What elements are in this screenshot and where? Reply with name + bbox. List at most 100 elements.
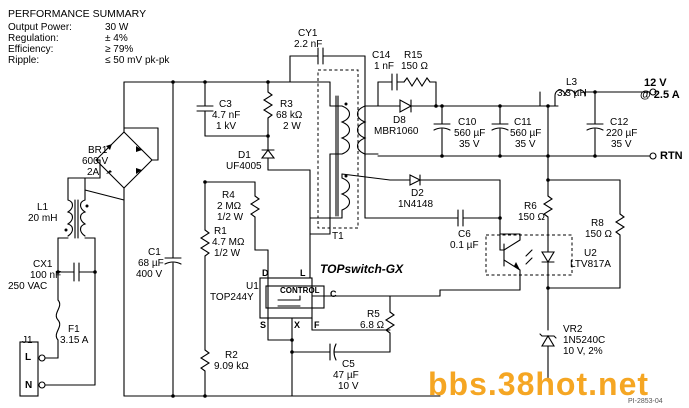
f1-value: 3.15 A: [60, 335, 89, 346]
r5-value: 6.8 Ω: [360, 320, 385, 331]
r4-rating: 1/2 W: [217, 212, 244, 223]
c6-name: C6: [458, 229, 471, 240]
c3-value: 4.7 nF: [212, 110, 241, 121]
l3-value: 3.3 µH: [557, 88, 587, 99]
r15-value: 150 Ω: [401, 61, 428, 72]
c12-value: 220 µF: [606, 128, 638, 139]
r1-name: R1: [214, 226, 227, 237]
pin-f: F: [314, 320, 320, 330]
c14-value: 1 nF: [374, 61, 395, 72]
r2-name: R2: [225, 350, 238, 361]
cy1-name: CY1: [298, 28, 318, 39]
d1-part: UF4005: [226, 161, 262, 172]
r3-value: 68 kΩ: [276, 110, 303, 121]
u2-name: U2: [584, 248, 597, 259]
u1-name: U1: [246, 281, 259, 292]
d2-name: D2: [411, 188, 424, 199]
c1-value: 68 µF: [138, 258, 164, 269]
cx1-value: 100 nF: [30, 270, 62, 281]
j1-name: J1: [22, 335, 33, 346]
f1-name: F1: [68, 324, 80, 335]
r8-name: R8: [591, 218, 604, 229]
topswitch-label: TOPswitch-GX: [320, 262, 404, 276]
summary-label-power: Output Power:: [8, 22, 72, 33]
c1-rating: 400 V: [136, 269, 163, 280]
c5-name: C5: [342, 359, 355, 370]
output-current: @ 2.5 A: [640, 89, 680, 101]
l3-name: L3: [566, 77, 578, 88]
summary-label-regulation: Regulation:: [8, 33, 59, 44]
d2-part: 1N4148: [398, 199, 434, 210]
r6-name: R6: [524, 201, 537, 212]
c5-value: 47 µF: [333, 370, 359, 381]
br1-voltage: 600 V: [82, 156, 109, 167]
r3-name: R3: [280, 99, 293, 110]
c12-rating: 35 V: [611, 139, 632, 150]
bridge-rectifier: [84, 127, 159, 201]
j1-pin-n: N: [25, 380, 33, 391]
pin-d: D: [262, 268, 269, 278]
c11-name: C11: [514, 117, 532, 128]
r6-value: 150 Ω: [518, 212, 545, 223]
summary-value-power: 30 W: [105, 22, 129, 33]
c10-rating: 35 V: [459, 139, 480, 150]
c3-rating: 1 kV: [216, 121, 237, 132]
r8-value: 150 Ω: [585, 229, 612, 240]
rtn-label: RTN: [660, 150, 683, 162]
cy1-value: 2.2 nF: [294, 39, 323, 50]
secondary-output: [364, 73, 657, 160]
feedback-loop: [364, 105, 626, 381]
t1-label: T1: [332, 231, 344, 242]
d8-part: MBR1060: [374, 126, 419, 137]
c11-value: 560 µF: [510, 128, 542, 139]
summary-value-efficiency: ≥ 79%: [105, 44, 134, 55]
drawing-code: PI-2853-04: [628, 398, 663, 405]
c12-name: C12: [610, 117, 629, 128]
summary-label-efficiency: Efficiency:: [8, 44, 54, 55]
br1-name: BR1: [88, 145, 108, 156]
u1-part: TOP244Y: [210, 292, 254, 303]
c3-name: C3: [219, 99, 232, 110]
control-label: CONTROL: [280, 286, 320, 295]
c5-rating: 10 V: [338, 381, 359, 392]
c14-name: C14: [372, 50, 391, 61]
c10-name: C10: [458, 117, 477, 128]
output-voltage: 12 V: [644, 77, 667, 89]
pin-s: S: [260, 320, 267, 330]
j1-pin-l: L: [25, 352, 32, 363]
c1-name: C1: [148, 247, 161, 258]
vr2-rating: 10 V, 2%: [563, 346, 603, 357]
r4-name: R4: [222, 190, 235, 201]
d1-name: D1: [238, 150, 251, 161]
r4-value: 2 MΩ: [217, 201, 242, 212]
d8-name: D8: [393, 115, 406, 126]
compensation: [290, 295, 396, 361]
pin-c: C: [330, 289, 337, 299]
r1-rating: 1/2 W: [214, 248, 241, 259]
cx1-rating: 250 VAC: [8, 281, 48, 292]
vr2-part: 1N5240C: [563, 335, 606, 346]
u1-ic: [259, 233, 441, 397]
pin-l: L: [300, 268, 306, 278]
t1-transformer: [309, 69, 391, 235]
cx1-name: CX1: [33, 259, 53, 270]
br1-current: 2A: [87, 167, 100, 178]
pin-x: X: [294, 320, 301, 330]
input-wiring: [19, 177, 101, 397]
primary-rails: [123, 47, 441, 398]
c6-value: 0.1 µF: [450, 240, 479, 251]
r2-value: 9.09 kΩ: [214, 361, 249, 372]
u2-part: LTV817A: [570, 259, 611, 270]
r3-rating: 2 W: [283, 121, 301, 132]
r1-value: 4.7 MΩ: [212, 237, 245, 248]
r5-name: R5: [367, 309, 380, 320]
summary-value-ripple: ≤ 50 mV pk-pk: [105, 55, 170, 66]
summary-label-ripple: Ripple:: [8, 55, 40, 66]
vr2-name: VR2: [563, 324, 583, 335]
c10-value: 560 µF: [454, 128, 486, 139]
summary-title: PERFORMANCE SUMMARY: [8, 8, 147, 20]
watermark-text: bbs.38hot.net: [428, 366, 650, 402]
summary-value-regulation: ± 4%: [105, 33, 128, 44]
